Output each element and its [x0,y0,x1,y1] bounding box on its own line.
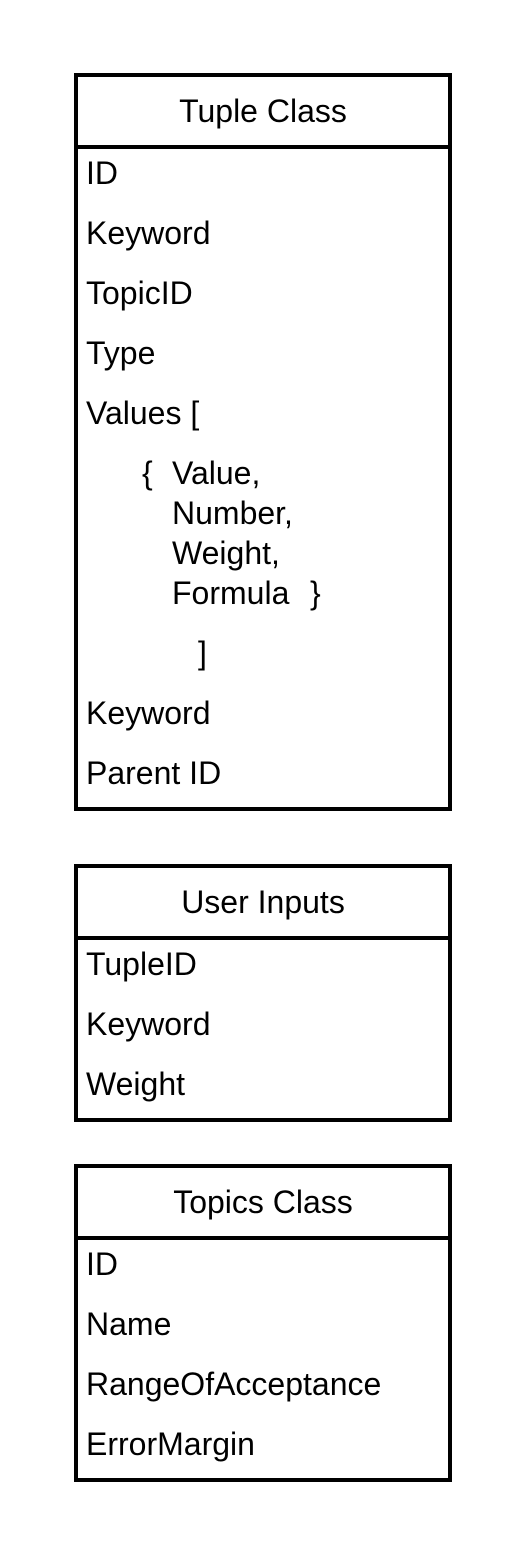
field-keyword: Keyword [86,215,211,251]
field-keyword-2: Keyword [86,695,211,731]
field-value: Value, [172,455,261,491]
field-id: ID [86,155,118,191]
field-formula: Formula [172,575,290,611]
user-inputs-title: User Inputs [78,868,448,940]
user-inputs-box: User Inputs TupleID Keyword Weight [74,864,452,1122]
field-range-of-acceptance: RangeOfAcceptance [86,1366,382,1402]
field-tuple-id: TupleID [86,946,197,982]
field-keyword: Keyword [86,1006,211,1042]
field-error-margin: ErrorMargin [86,1426,255,1462]
field-values-open: Values [ [86,395,200,431]
values-brace-close: } [310,575,321,611]
field-parent-id: Parent ID [86,755,222,791]
field-number: Number, [172,495,293,531]
field-type: Type [86,335,156,371]
field-values-close: ] [198,635,207,671]
field-weight: Weight [86,1066,186,1102]
field-name: Name [86,1306,172,1342]
values-brace-open: { [142,455,153,491]
field-id: ID [86,1246,118,1282]
topics-class-title: Topics Class [78,1168,448,1240]
field-weight: Weight, [172,535,280,571]
field-topic-id: TopicID [86,275,193,311]
tuple-class-title: Tuple Class [78,77,448,149]
topics-class-box: Topics Class ID Name RangeOfAcceptance E… [74,1164,452,1482]
tuple-class-box: Tuple Class ID Keyword TopicID Type Valu… [74,73,452,811]
